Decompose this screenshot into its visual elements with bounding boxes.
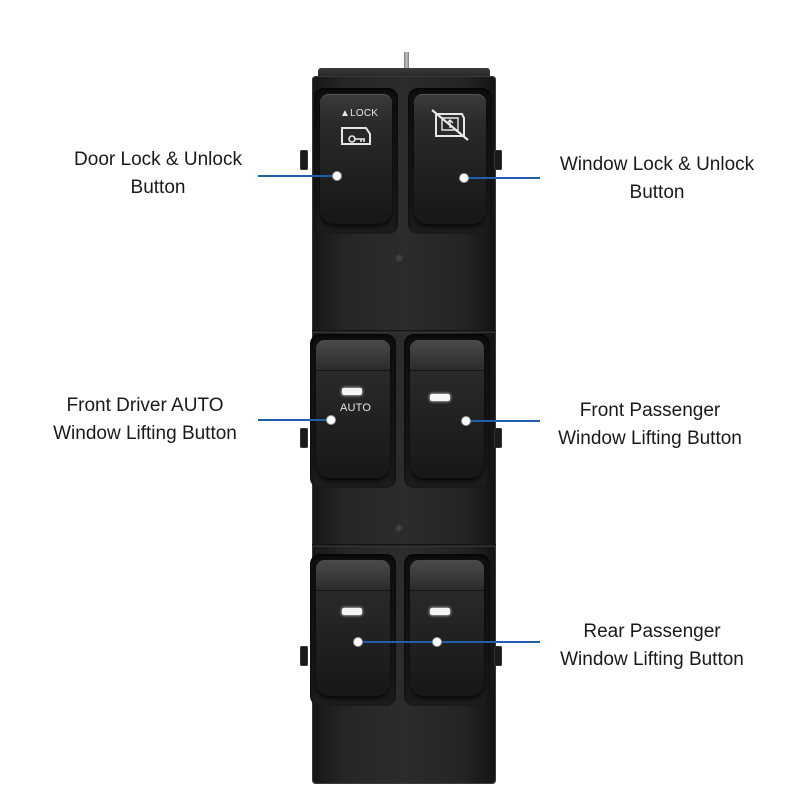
label-front-passenger: Front Passenger Window Lifting Button <box>520 397 780 453</box>
panel-divider <box>312 544 496 547</box>
callout-dot <box>354 638 362 646</box>
window-lock-switch <box>408 88 492 234</box>
callout-line-front-driver <box>258 419 332 421</box>
indicator-light <box>342 608 362 615</box>
label-rear-passenger: Rear Passenger Window Lifting Button <box>522 618 782 674</box>
indicator-light <box>430 394 450 401</box>
front-passenger-rocker <box>410 340 484 478</box>
side-clip <box>494 428 502 448</box>
callout-line-door-lock <box>258 175 338 177</box>
mount-screw <box>395 254 405 264</box>
connector-pin <box>404 52 409 80</box>
callout-dot <box>327 416 335 424</box>
label-line: Front Driver AUTO <box>66 395 224 416</box>
rear-right-switch <box>404 554 490 706</box>
callout-dot <box>460 174 468 182</box>
mount-screw <box>395 524 405 534</box>
rear-left-rocker <box>316 560 390 696</box>
rear-right-rocker <box>410 560 484 696</box>
label-line: Front Passenger <box>579 400 721 421</box>
indicator-light <box>342 388 362 395</box>
window-lock-rocker <box>414 94 486 224</box>
door-lock-switch: ▲LOCK <box>314 88 398 234</box>
label-door-lock: Door Lock & Unlock Button <box>28 146 288 202</box>
callout-line-front-passenger <box>466 420 540 422</box>
side-clip <box>300 646 308 666</box>
lock-cap-text: ▲LOCK <box>340 108 379 119</box>
auto-cap-text: AUTO <box>340 402 372 414</box>
door-lock-rocker: ▲LOCK <box>320 94 392 224</box>
side-clip <box>494 150 502 170</box>
door-key-icon <box>341 127 371 145</box>
indicator-light <box>430 608 450 615</box>
callout-line-rear-passenger <box>358 641 540 643</box>
panel-divider <box>312 330 496 333</box>
label-line: Button <box>629 182 685 203</box>
front-passenger-switch <box>404 334 490 488</box>
label-line: Door Lock & Unlock <box>74 149 242 170</box>
window-lock-crossed-icon <box>431 109 469 141</box>
side-clip <box>300 150 308 170</box>
callout-dot <box>333 172 341 180</box>
callout-dot <box>433 638 441 646</box>
rear-left-switch <box>310 554 396 706</box>
front-driver-switch: AUTO <box>310 334 396 488</box>
side-clip <box>300 428 308 448</box>
label-line: Button <box>130 177 186 198</box>
label-line: Window Lock & Unlock <box>559 154 755 175</box>
side-clip <box>494 646 502 666</box>
label-line: Rear Passenger <box>583 621 721 642</box>
label-line: Window Lifting Button <box>560 649 744 670</box>
label-line: Window Lifting Button <box>53 423 237 444</box>
label-line: Window Lifting Button <box>558 428 742 449</box>
front-driver-rocker: AUTO <box>316 340 390 478</box>
label-window-lock: Window Lock & Unlock Button <box>527 151 787 207</box>
callout-dot <box>462 417 470 425</box>
callout-line-window-lock <box>464 177 540 179</box>
label-front-driver: Front Driver AUTO Window Lifting Button <box>15 392 275 448</box>
